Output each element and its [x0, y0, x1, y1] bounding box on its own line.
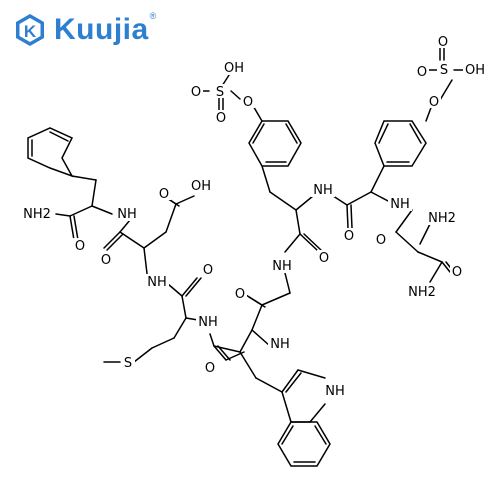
- atom-label: O: [235, 287, 245, 302]
- brand-logo: K Kuujia ®: [12, 11, 157, 48]
- atom-label: NH2: [23, 207, 51, 222]
- atom-label: S: [440, 63, 448, 78]
- logo-badge-icon: K: [16, 14, 44, 46]
- atom-label: O: [191, 85, 201, 100]
- atom-label: NH2: [428, 211, 456, 226]
- bond-lines: [27, 47, 465, 467]
- atom-label: O: [203, 263, 213, 278]
- brand-name: Kuujia: [54, 13, 149, 46]
- logo-letter: K: [24, 22, 37, 41]
- atom-label: NH: [147, 275, 167, 290]
- atom-label: O: [75, 239, 85, 254]
- atom-label: NH: [198, 315, 218, 330]
- atom-label: S: [216, 85, 224, 100]
- registered-mark: ®: [149, 11, 157, 21]
- atom-label: OH: [224, 61, 244, 76]
- atom-label: NH: [325, 384, 345, 399]
- atom-label: O: [243, 95, 253, 110]
- atom-label: NH: [272, 259, 292, 274]
- atom-label: O: [101, 253, 111, 268]
- atom-label: O: [376, 233, 386, 248]
- atom-label: O: [205, 361, 215, 376]
- atom-label: S: [124, 356, 132, 371]
- atom-label: O: [159, 187, 169, 202]
- atom-label: NH: [313, 183, 333, 198]
- atom-label: NH: [117, 207, 137, 222]
- atom-label: NH2: [408, 285, 436, 300]
- atom-label: NH: [390, 197, 410, 212]
- atom-label: OH: [191, 179, 211, 194]
- atom-label: O: [216, 111, 226, 126]
- atom-label: O: [417, 65, 427, 80]
- atom-label: O: [344, 229, 354, 244]
- atom-label: O: [319, 251, 329, 266]
- atom-label: O: [429, 95, 439, 110]
- atom-label: O: [438, 35, 448, 50]
- atom-label: NH: [270, 337, 290, 352]
- atom-label: OH: [465, 63, 485, 78]
- atom-labels: OH S O O O O S OH O O OH O NH2: [20, 34, 487, 399]
- atom-label: O: [452, 265, 462, 280]
